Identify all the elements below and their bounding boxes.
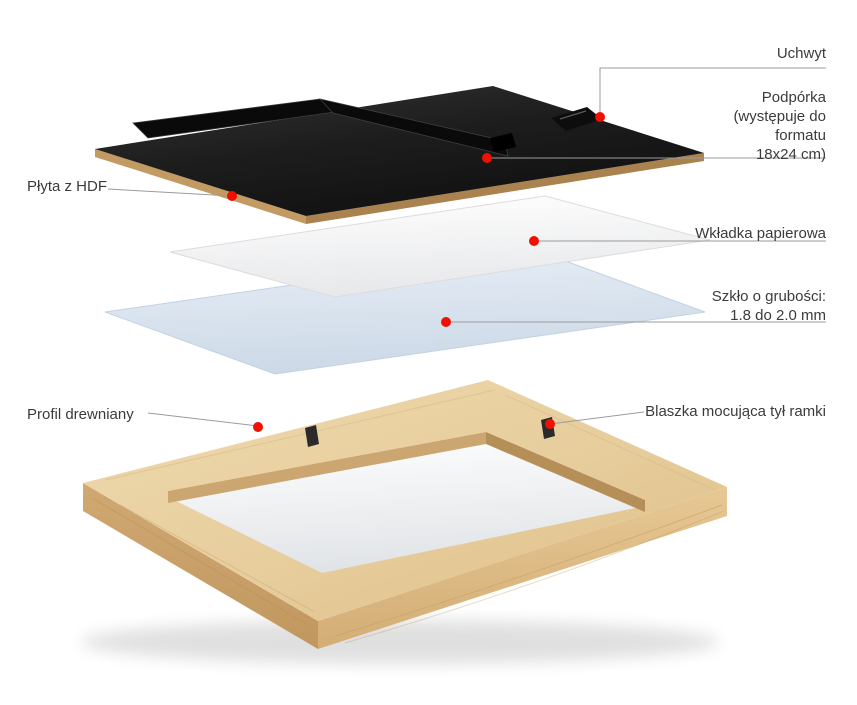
wood-grain-line (104, 389, 496, 481)
connector-profil (147, 412, 259, 427)
frame-side-left (83, 483, 318, 649)
marker-wkladka (529, 236, 539, 246)
label-line: Podpórka (761, 89, 826, 106)
marker-szklo (441, 317, 451, 327)
label-wkladka: Wkładka papierowa (695, 225, 826, 242)
label-uchwyt: Uchwyt (776, 45, 826, 62)
frame-inner-wall-right (486, 432, 645, 512)
wood-grain-line (334, 504, 723, 637)
wood-grain-line (119, 504, 316, 613)
hdf-edge-right (306, 153, 704, 224)
connector-blaszka (549, 411, 645, 425)
wood-grain-line (504, 394, 716, 491)
hdf-edge-left (95, 149, 306, 224)
label-profil: Profil drewniany (27, 406, 134, 423)
wood-grain-line (91, 497, 309, 626)
label-line: 18x24 cm) (755, 146, 826, 163)
label-podporka: Podpórka (występuje do formatu 18x24 cm) (733, 88, 826, 164)
handle-clip-highlight (559, 110, 587, 120)
marker-plyta (227, 191, 237, 201)
wood-grain-line (344, 510, 725, 644)
frame-side-right (318, 487, 727, 649)
label-plyta: Płyta z HDF (27, 178, 108, 195)
hdf-board (95, 86, 704, 216)
connector-uchwyt (599, 67, 826, 115)
label-line: formatu (775, 127, 826, 144)
frame-inner-wall-left (168, 432, 486, 503)
label-line: Szkło o grubości: (711, 288, 826, 305)
label-szklo: Szkło o grubości: 1.8 do 2.0 mm (712, 287, 826, 325)
paper-insert (169, 195, 711, 298)
marker-uchwyt (595, 112, 605, 122)
marker-podporka (482, 153, 492, 163)
label-blaszka: Blaszka mocująca tył ramki (645, 403, 826, 420)
marker-profil (253, 422, 263, 432)
stand-hinge (490, 133, 516, 152)
stand-arm-right (318, 98, 509, 157)
connector-plyta (107, 188, 233, 197)
mounting-clip-left (305, 425, 319, 447)
handle-clip (551, 107, 602, 131)
marker-blaszka (545, 419, 555, 429)
frame-top-face (83, 380, 727, 621)
frame-backing (168, 438, 645, 573)
frame-shadow (80, 620, 720, 664)
label-line: (występuje do (733, 108, 826, 125)
label-line: 1.8 do 2.0 mm (730, 307, 826, 324)
